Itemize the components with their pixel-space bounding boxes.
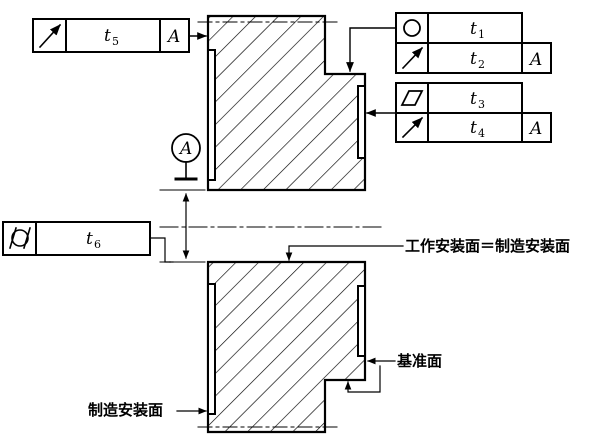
tolerance-frame-t5: t 5 A — [32, 18, 190, 53]
circularity-icon — [403, 19, 421, 37]
t2-subscript: 2 — [478, 58, 485, 71]
t4-datum: A — [528, 119, 542, 139]
t1-value: t — [470, 19, 477, 39]
runout-arrow-icon — [401, 46, 424, 70]
runout-arrow-icon — [38, 23, 62, 49]
t1-subscript: 1 — [478, 28, 485, 41]
t3-value: t — [470, 89, 477, 109]
tolerance-frame-t3-t4: t 3 t 4 A — [395, 82, 552, 143]
label-work-install-face: 工作安装面＝制造安装面 — [405, 237, 570, 255]
t2-value: t — [470, 49, 477, 69]
cylindricity-icon — [9, 227, 31, 249]
label-reference-face: 基准面 — [396, 352, 442, 370]
t6-subscript: 6 — [94, 238, 101, 251]
t4-value: t — [470, 118, 477, 138]
t2-datum: A — [528, 50, 542, 70]
tolerance-frame-t6: t 6 — [2, 221, 151, 256]
lower-section-hatch — [206, 260, 367, 434]
t3-subscript: 3 — [478, 98, 485, 111]
datum-marker-a: A — [171, 133, 201, 181]
t4-subscript: 4 — [478, 127, 485, 140]
upper-section-hatch — [206, 14, 367, 192]
t6-value: t — [86, 229, 93, 249]
t5-value: t — [104, 26, 111, 46]
tolerance-frame-t1-t2: t 1 t 2 A — [395, 12, 552, 74]
datum-letter: A — [178, 139, 192, 159]
label-mfg-install-face: 制造安装面 — [88, 401, 163, 419]
t5-subscript: 5 — [112, 35, 119, 48]
gear-section — [159, 14, 386, 434]
flatness-icon — [400, 90, 424, 106]
runout-arrow-icon — [401, 116, 424, 139]
t5-datum: A — [166, 27, 180, 47]
